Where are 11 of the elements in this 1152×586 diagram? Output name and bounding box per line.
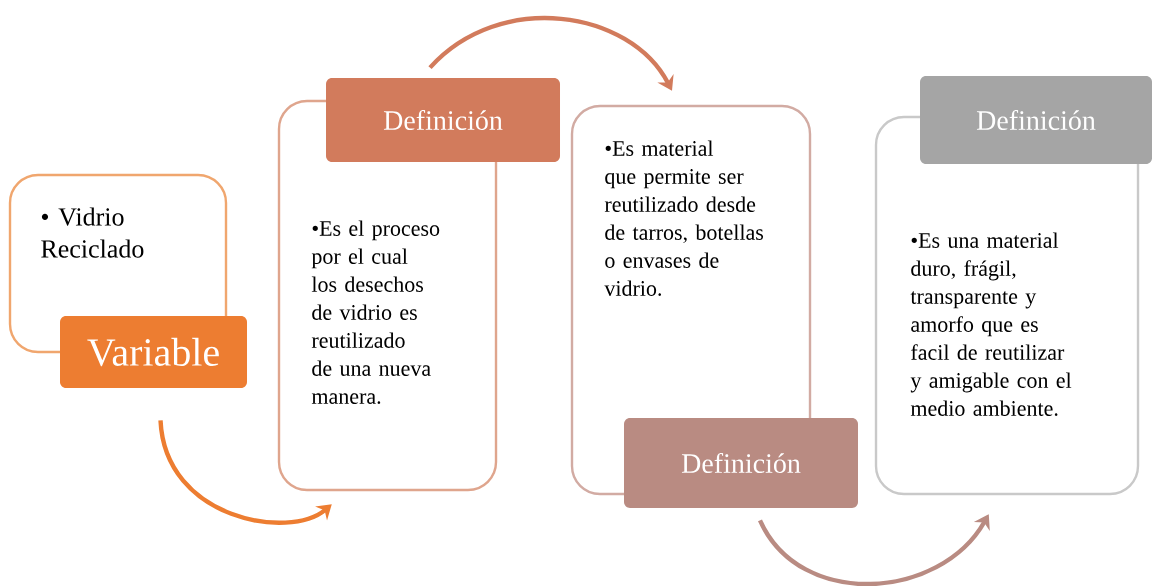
curved-arrow (758, 514, 990, 586)
body-text: •Es una material duro, frágil, transparente y amorfo que es facil de reutilizar y amigable con el medio ambiente. (910, 232, 1072, 416)
curved-arrow (158, 420, 332, 525)
curved-arrow (428, 16, 674, 91)
body-text: •Es material que permite ser reutilizado desde de tarros, botellas o envases de vidrio. (604, 140, 764, 296)
title-box: Definición (920, 76, 1152, 164)
title-box: Definición (326, 78, 560, 162)
title-box: Variable (60, 316, 247, 388)
title-box: Definición (624, 418, 858, 508)
body-text: • Vidrio Reciclado (41, 207, 144, 258)
body-text: •Es el proceso por el cual los desechos de vidrio es reutilizado de una nueva manera. (311, 220, 440, 404)
